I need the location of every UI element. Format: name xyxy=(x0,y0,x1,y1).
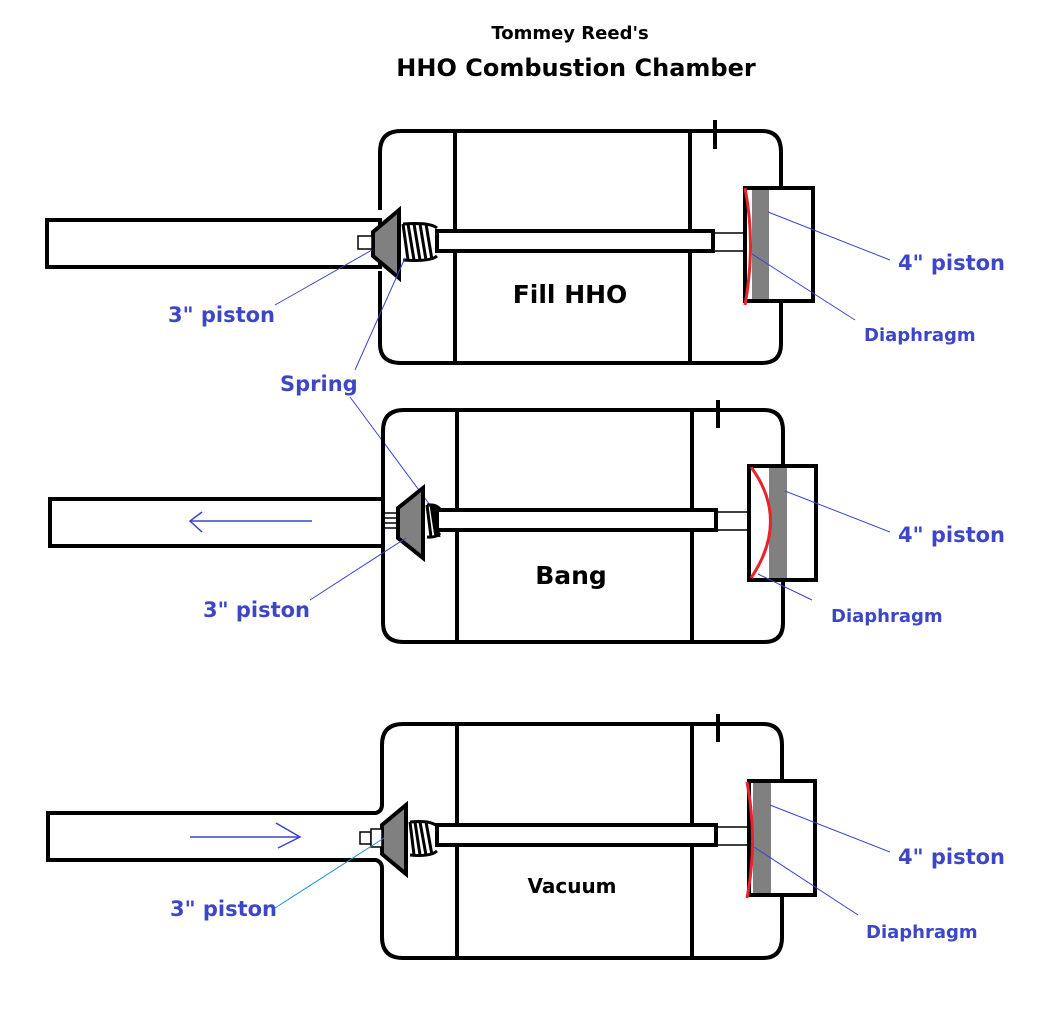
label-diaphragm: Diaphragm xyxy=(831,606,943,627)
leader-diaphragm xyxy=(753,846,859,916)
spring-coil xyxy=(425,503,442,539)
piston-nut xyxy=(357,235,373,250)
label-small-piston: 3" piston xyxy=(203,598,310,622)
piston-rod xyxy=(435,823,718,847)
stage-bang: Bang 3" piston 4" piston Diaphragm xyxy=(48,400,1005,644)
leader-diaphragm xyxy=(757,573,813,601)
large-piston xyxy=(769,468,787,578)
large-piston xyxy=(752,190,769,299)
leader-small-piston xyxy=(274,837,385,909)
piston-collar xyxy=(370,828,383,848)
outer-cylinder xyxy=(45,218,382,269)
chamber-body xyxy=(46,722,784,960)
label-large-piston: 4" piston xyxy=(898,251,1005,275)
state-label: Vacuum xyxy=(527,874,616,898)
leader-diaphragm xyxy=(751,253,856,321)
label-small-piston: 3" piston xyxy=(168,303,275,327)
label-spring: Spring xyxy=(280,372,358,396)
small-piston xyxy=(380,800,408,879)
title-main: HHO Combustion Chamber xyxy=(396,54,756,82)
leader-large-piston xyxy=(784,490,891,533)
leader-large-piston xyxy=(769,804,891,853)
outer-cylinder xyxy=(48,497,385,548)
large-piston xyxy=(753,783,771,893)
label-large-piston: 4" piston xyxy=(898,523,1005,547)
leader-spring-1 xyxy=(354,257,406,371)
label-diaphragm: Diaphragm xyxy=(864,325,976,346)
diaphragm xyxy=(743,187,752,306)
title-author: Tommey Reed's xyxy=(491,23,648,44)
leader-spring-2 xyxy=(349,396,431,506)
chamber-body xyxy=(381,408,785,644)
label-diaphragm: Diaphragm xyxy=(866,922,978,943)
piston-rod xyxy=(435,229,715,253)
leader-large-piston xyxy=(767,211,891,261)
piston-rod xyxy=(435,508,718,532)
diaphragm xyxy=(745,781,754,899)
chamber-body xyxy=(378,129,783,365)
arrow-right-icon xyxy=(190,822,302,849)
label-small-piston: 3" piston xyxy=(170,897,277,921)
small-piston xyxy=(396,483,425,563)
arrow-left-icon xyxy=(188,511,312,533)
state-label: Fill HHO xyxy=(513,280,628,309)
spring-coil xyxy=(408,820,438,857)
leader-small-piston xyxy=(274,249,373,306)
leader-small-piston xyxy=(309,537,407,601)
label-large-piston: 4" piston xyxy=(898,845,1005,869)
diaphragm xyxy=(749,466,772,579)
stage-vacuum: Vacuum 3" piston 4" piston Diaphragm xyxy=(46,714,1005,960)
stage-fill: Fill HHO 3" piston Spring 4" piston Diap… xyxy=(45,120,1005,396)
small-piston xyxy=(371,205,401,283)
state-label: Bang xyxy=(535,561,607,590)
piston-nut xyxy=(359,831,372,845)
spring-coil xyxy=(401,222,438,262)
